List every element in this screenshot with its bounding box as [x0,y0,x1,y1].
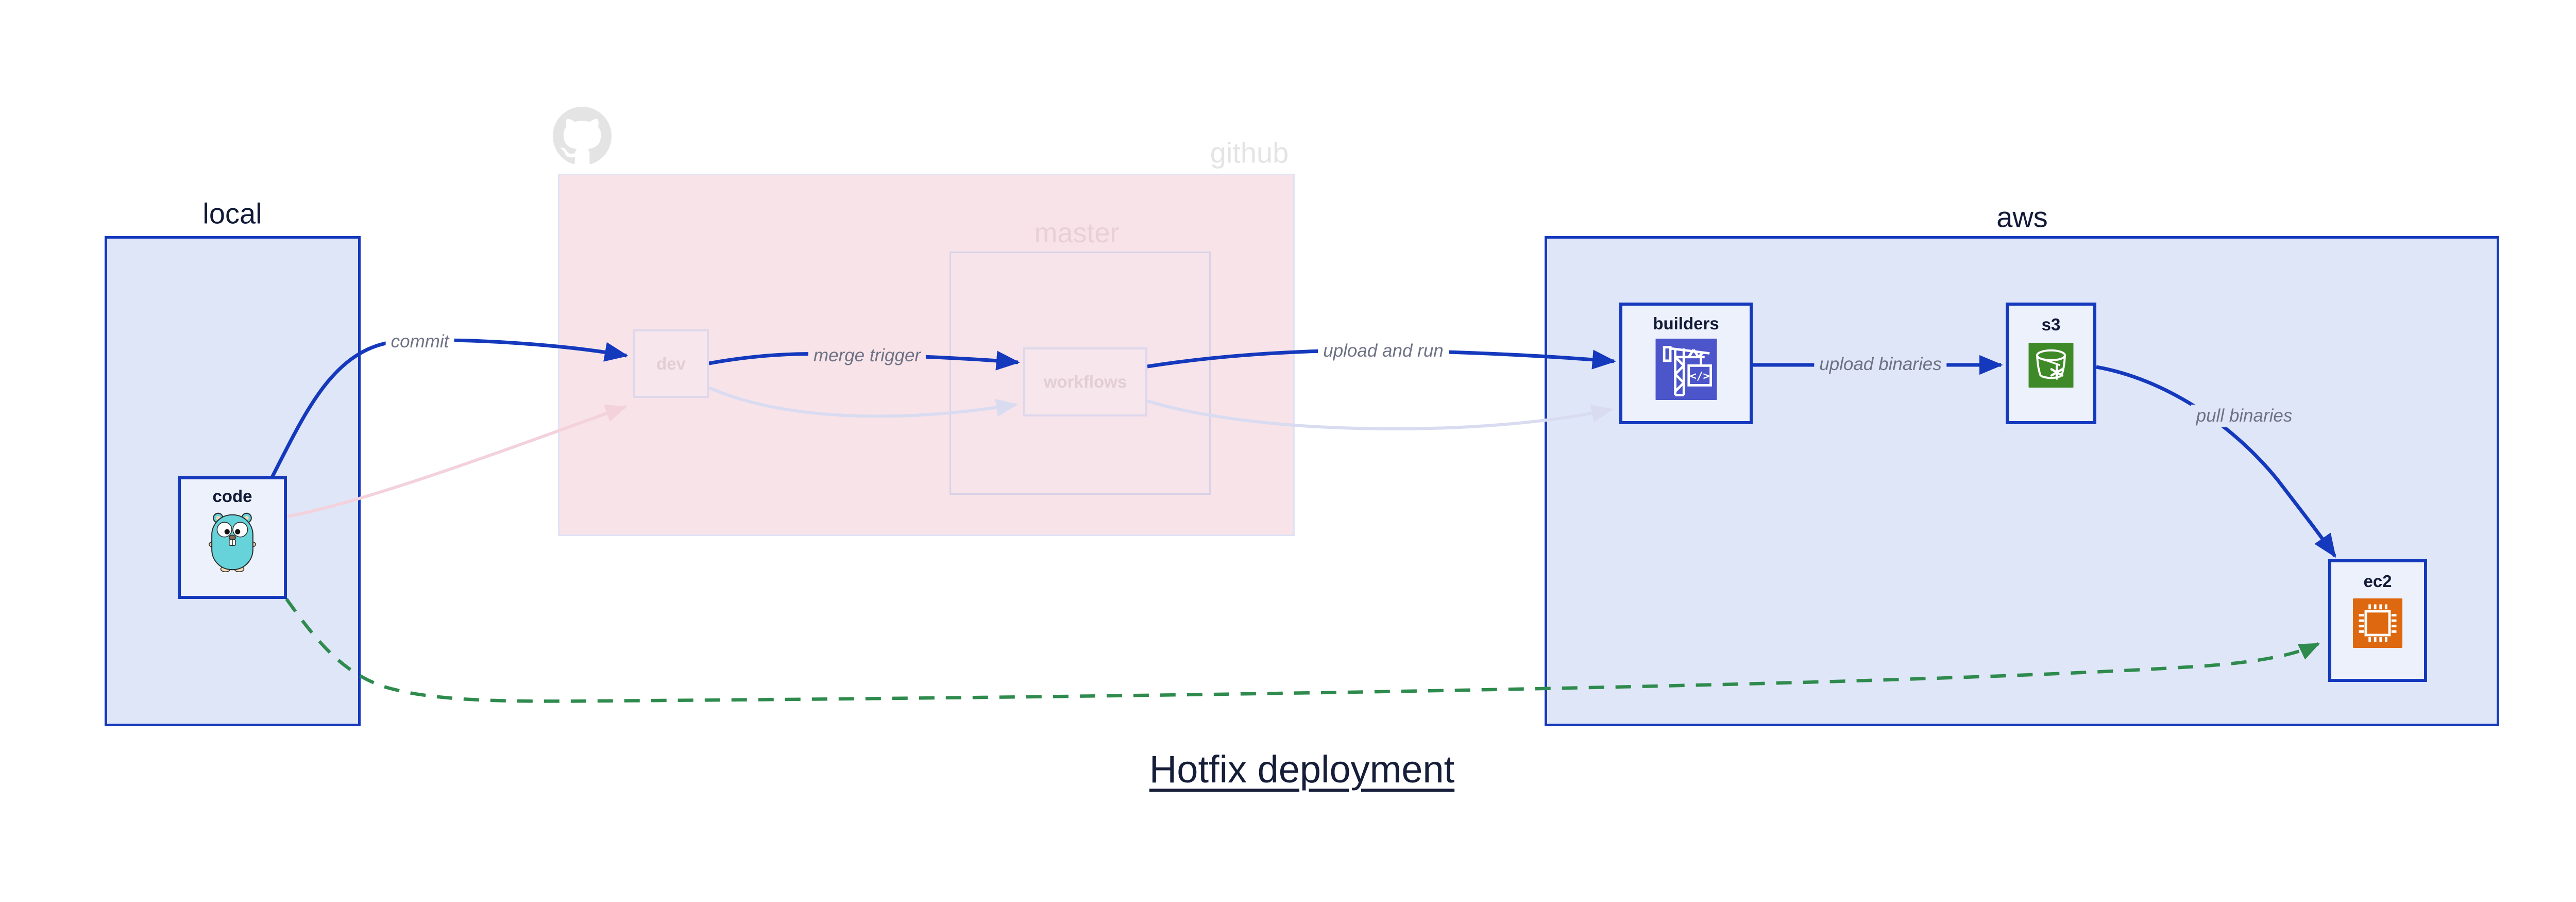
edge-label-upload-and-run: upload and run [1318,340,1449,362]
edge-label-pull-binaries: pull binaries [2191,405,2298,427]
ec2-chip-icon [2353,598,2402,648]
node-workflows: workflows [1023,347,1147,416]
edge-label-upload-binaries: upload binaries [1814,353,1947,376]
node-code-label: code [212,487,252,506]
group-label-github: github [1210,136,1289,169]
github-logo-icon [553,107,612,164]
group-label-master: master [1034,218,1120,248]
edge-label-commit: commit [385,330,454,353]
svg-text:</>: </> [1689,370,1709,383]
node-dev-label: dev [656,354,686,373]
group-label-local: local [202,197,262,230]
node-s3-label: s3 [2041,315,2061,334]
codebuild-crane-icon: </> [1655,339,1717,400]
go-gopher-icon [209,512,256,573]
node-dev: dev [633,329,709,398]
node-code: code [178,476,287,599]
node-ec2: ec2 [2328,559,2427,682]
group-label-aws: aws [1996,201,2048,233]
diagram-title: Hotfix deployment [1149,748,1455,791]
edge-label-merge-trigger: merge trigger [808,344,926,367]
node-builders-label: builders [1653,314,1719,333]
s3-glacier-bucket-icon [2028,343,2074,388]
node-builders: builders </> [1619,303,1753,424]
node-workflows-label: workflows [1043,372,1127,391]
node-s3: s3 [2006,303,2096,424]
node-ec2-label: ec2 [2363,572,2392,591]
